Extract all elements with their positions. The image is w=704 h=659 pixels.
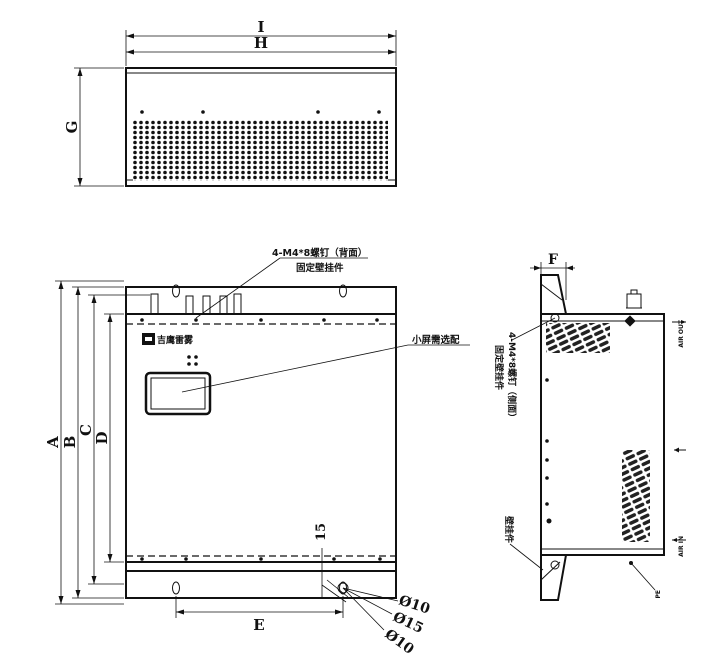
label-pe: PE — [655, 590, 662, 599]
annotation-screws-back: 4-M4*8螺钉（背面） — [272, 247, 367, 259]
indicator-led — [194, 355, 198, 359]
bottom-bracket-band — [125, 561, 397, 572]
bracket-hook — [150, 293, 159, 314]
dim-label-15: 15 — [314, 523, 329, 541]
side-view — [540, 274, 665, 601]
side-vent-bottom — [622, 450, 650, 542]
side-vent-top — [546, 323, 610, 353]
front-screw — [194, 318, 198, 322]
side-top-bracket — [540, 274, 568, 315]
annotation-wall-bracket: 固定壁挂件 — [296, 262, 344, 274]
front-view-outline — [125, 286, 397, 599]
annotation-wall-hanger: 壁挂件 — [503, 516, 515, 543]
bottom-slot — [172, 581, 180, 595]
indicator-led — [187, 355, 191, 359]
front-screw — [375, 318, 379, 322]
dimension-a: A — [44, 280, 124, 605]
dim-label-d: D — [93, 431, 111, 444]
top-screw — [377, 110, 381, 114]
top-view-outline — [125, 67, 397, 187]
side-annotations: 4-M4*8螺钉（侧面） 固定壁挂件 壁挂件 — [493, 317, 556, 571]
front-view: 吉鹰雷雾 — [125, 284, 397, 599]
dim-label-i: I — [257, 18, 264, 36]
dim-label-g: G — [63, 121, 81, 134]
label-air-in: AIR IN — [678, 536, 685, 557]
dimension-g: G — [63, 67, 124, 187]
perforated-vent-area — [133, 120, 388, 181]
front-screw — [322, 318, 326, 322]
annotation-small-screen: 小屏需选配 — [411, 334, 460, 346]
brand-logo: 吉鹰雷雾 — [142, 333, 194, 346]
front-screw — [140, 318, 144, 322]
logo-text: 吉鹰雷雾 — [157, 334, 194, 346]
dimension-d: D — [93, 313, 124, 563]
dimension-e: E — [175, 596, 344, 634]
display-screen-inner — [150, 377, 206, 410]
top-terminal — [624, 315, 636, 327]
hanging-slot — [172, 284, 180, 298]
dimension-c: C — [77, 294, 150, 585]
dim-label-h: H — [254, 34, 268, 52]
bracket-hook — [219, 295, 228, 314]
dimension-f: F — [530, 252, 575, 300]
front-screw — [259, 318, 263, 322]
airflow-labels: AIR OUT AIR IN PE — [630, 319, 686, 599]
top-screw — [140, 110, 144, 114]
top-bracket-band — [125, 286, 397, 315]
dimension-b: B — [61, 286, 124, 599]
dim-label-b: B — [61, 436, 79, 449]
bracket-hook — [202, 295, 211, 314]
hanging-slot — [339, 284, 347, 298]
label-air-out: AIR OUT — [678, 319, 685, 348]
bracket-hook — [185, 295, 194, 314]
display-screen — [144, 371, 212, 416]
top-view — [125, 67, 397, 187]
dim-label-c: C — [77, 424, 95, 436]
dimension-h: H — [126, 34, 396, 55]
front-annotations: 4-M4*8螺钉（背面） 固定壁挂件 小屏需选配 — [181, 247, 470, 393]
side-view-body — [540, 313, 665, 556]
diameter-callouts: Ø10 Ø15 Ø10 — [321, 579, 432, 658]
indicator-led — [194, 362, 198, 366]
cable-connector — [626, 293, 642, 309]
bracket-hook — [233, 293, 242, 314]
dim-label-e: E — [253, 616, 264, 634]
indicator-led — [187, 362, 191, 366]
dimension-i: I — [125, 18, 397, 66]
dimension-15: 15 — [314, 523, 340, 598]
side-bottom-bracket — [540, 554, 568, 601]
dim-label-a: A — [44, 436, 62, 449]
annotation-screws-side: 4-M4*8螺钉（侧面） — [506, 332, 518, 422]
top-screw — [316, 110, 320, 114]
annotation-wall-bracket-side: 固定壁挂件 — [493, 345, 505, 390]
bottom-slot — [339, 581, 347, 595]
top-screw — [201, 110, 205, 114]
dim-label-f: F — [548, 252, 558, 268]
